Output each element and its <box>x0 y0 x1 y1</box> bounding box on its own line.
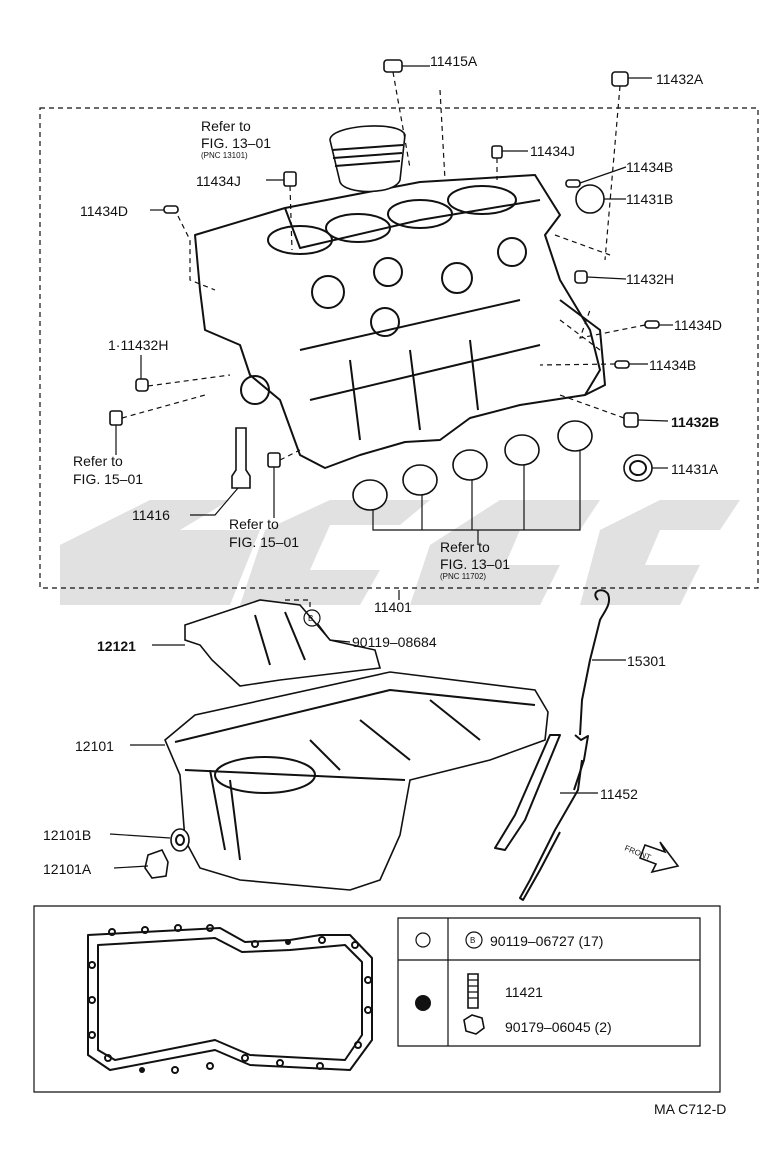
legend-row1-part: 90119–06727 (17) <box>490 933 603 949</box>
gasket-detail-box <box>33 905 721 1093</box>
callout-refer-to-13-01-a: Refer to <box>201 118 251 134</box>
callout-11432H-b: 1·11432H <box>108 337 168 353</box>
callout-11431B: 11431B <box>626 191 673 207</box>
callout-90119-08684: 90119–08684 <box>352 634 437 650</box>
callout-refer-to-15-01-a: Refer to <box>73 453 123 469</box>
legend-row2-part: 11421 <box>505 984 543 1000</box>
callout-12121: 12121 <box>97 638 136 654</box>
callout-fig-13-01-b: FIG. 13–01 <box>440 556 510 572</box>
callout-pnc-13101: (PNC 13101) <box>201 151 248 160</box>
oil-level-gauge-guide-11452[interactable] <box>494 734 583 901</box>
callout-refer-to-15-01-b: Refer to <box>229 516 279 532</box>
piston[interactable] <box>329 125 406 193</box>
callout-11434D-a: 11434D <box>80 203 128 219</box>
plug-11431B[interactable] <box>575 184 605 214</box>
plug-11432A[interactable] <box>611 71 629 87</box>
pin-11434J-left[interactable] <box>283 171 297 187</box>
callout-11432A: 11432A <box>656 71 704 87</box>
watermark-logo <box>60 500 740 605</box>
filled-circle-marker-icon <box>415 995 431 1011</box>
callout-11401: 11401 <box>374 599 412 615</box>
callout-refer-to-13-01-b: Refer to <box>440 539 490 555</box>
stud-bolt-icon <box>467 973 479 1009</box>
plug-11432B[interactable] <box>623 412 639 428</box>
pin-refer-15-01-mid[interactable] <box>267 452 281 468</box>
oil-level-gauge-15301[interactable] <box>573 589 610 791</box>
drain-plug-gasket-12101B[interactable] <box>170 828 190 852</box>
callout-11432H-a: 11432H <box>626 271 674 287</box>
pin-11434B-right[interactable] <box>614 360 630 369</box>
bolt-b-marker-icon <box>465 931 483 949</box>
callout-11431A: 11431A <box>671 461 719 477</box>
front-direction-arrow-icon <box>638 841 680 874</box>
callout-12101: 12101 <box>75 738 114 754</box>
nut-icon <box>463 1014 485 1035</box>
document-code: MA C712-D <box>654 1101 726 1117</box>
legend-b-marker: B <box>470 936 475 945</box>
callout-11434J-a: 11434J <box>530 143 575 159</box>
callout-fig-13-01-a: FIG. 13–01 <box>201 135 271 151</box>
bolt-b-marker-icon-2 <box>303 609 321 627</box>
oil-pan-12101[interactable] <box>164 671 549 891</box>
drain-plug-12101A[interactable] <box>144 849 169 879</box>
callout-11434D-b: 11434D <box>674 317 722 333</box>
leader-lines <box>109 65 673 869</box>
pin-11434D-right[interactable] <box>644 320 660 329</box>
oil-pan-baffle-12121[interactable] <box>184 599 382 687</box>
plug-11432H-left[interactable] <box>135 378 149 392</box>
callout-12101A: 12101A <box>43 861 92 877</box>
callout-fig-15-01-b: FIG. 15–01 <box>229 534 299 550</box>
engine-block-assembly-boundary <box>39 107 759 589</box>
plug-11431A[interactable] <box>623 454 653 482</box>
oil-pan-gasket-outline <box>87 924 373 1074</box>
pin-11434J-top[interactable] <box>491 145 503 159</box>
plug-11432H-right[interactable] <box>574 270 588 284</box>
crankshaft-bearings[interactable] <box>352 420 593 545</box>
callout-11432B: 11432B <box>671 414 719 430</box>
callout-pnc-11702: (PNC 11702) <box>440 572 486 581</box>
pin-refer-15-01-left[interactable] <box>109 410 123 426</box>
legend-text: B 90119–06727 (17) 11421 90179–06045 (2) <box>470 933 612 1035</box>
pin-11434D-left[interactable] <box>163 205 179 214</box>
callout-12101B: 12101B <box>43 827 91 843</box>
callout-11452: 11452 <box>600 786 638 802</box>
callout-15301: 15301 <box>627 653 666 669</box>
open-circle-marker-icon <box>415 932 431 948</box>
callout-11416: 11416 <box>132 507 170 523</box>
callout-11434B-b: 11434B <box>649 357 696 373</box>
callout-11415A: 11415A <box>430 53 478 69</box>
part-callout-labels: 11415A 11432A Refer to FIG. 13–01 (PNC 1… <box>43 53 726 1117</box>
legend-row3-part: 90179–06045 (2) <box>505 1019 612 1035</box>
cylinder-block[interactable] <box>194 174 606 469</box>
callout-11434J-b: 11434J <box>196 173 241 189</box>
bolt-b-marker-label: B <box>308 614 313 623</box>
callout-11434B-a: 11434B <box>626 159 673 175</box>
fastener-legend-table <box>397 917 701 1047</box>
pin-11434B-top[interactable] <box>565 179 581 188</box>
plug-11415A[interactable] <box>383 59 403 73</box>
oil-pressure-switch-11416[interactable] <box>231 427 251 489</box>
callout-fig-15-01-a: FIG. 15–01 <box>73 471 143 487</box>
